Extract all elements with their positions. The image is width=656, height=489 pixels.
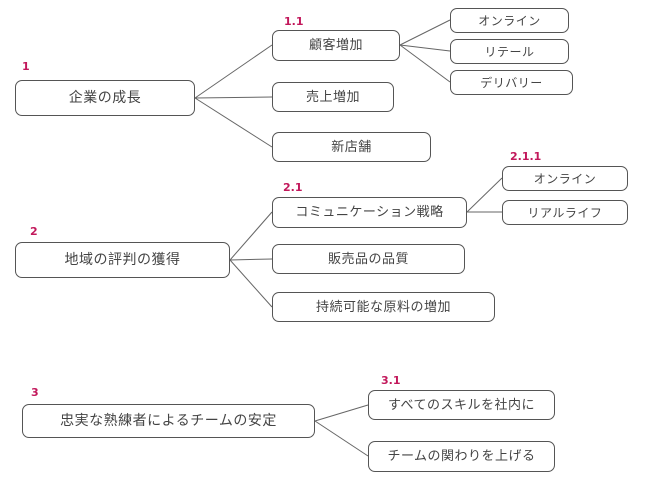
- connector-n-1-1-to-n-1-1-1: [399, 19, 451, 46]
- node-n-1-3[interactable]: 新店舗: [272, 132, 431, 162]
- node-label-n-1-1-1: オンライン: [478, 13, 541, 28]
- node-label-n-3-2: チームの関わりを上げる: [387, 449, 536, 464]
- number-label-tag-2: 2: [30, 225, 38, 238]
- connector-n-2-1-to-n-2-1-1: [466, 177, 503, 213]
- node-root-2[interactable]: 地域の評判の獲得: [15, 242, 230, 278]
- node-label-n-2-3: 持続可能な原料の増加: [315, 299, 451, 315]
- node-n-1-2[interactable]: 売上増加: [272, 82, 394, 112]
- node-root-1[interactable]: 企業の成長: [15, 80, 195, 116]
- connector-n-1-1-to-n-1-1-3: [399, 44, 451, 83]
- node-n-1-1-3[interactable]: デリバリー: [450, 70, 573, 95]
- node-root-3[interactable]: 忠実な熟練者によるチームの安定: [22, 404, 315, 438]
- node-label-n-3-1: すべてのスキルを社内に: [387, 397, 536, 413]
- node-label-n-2-1-1: オンライン: [533, 171, 597, 186]
- node-label-n-1-1: 顧客増加: [308, 38, 363, 53]
- node-n-2-1-2[interactable]: リアルライフ: [502, 200, 628, 225]
- node-n-2-3[interactable]: 持続可能な原料の増加: [272, 292, 495, 322]
- node-label-root-3: 忠実な熟練者によるチームの安定: [60, 413, 277, 429]
- connector-root-2-to-n-2-3: [229, 259, 273, 308]
- connector-root-1-to-n-1-3: [194, 97, 273, 148]
- node-n-1-1-1[interactable]: オンライン: [450, 8, 569, 33]
- node-label-root-1: 企業の成長: [68, 90, 142, 106]
- connector-root-3-to-n-3-2: [314, 420, 369, 457]
- connector-root-3-to-n-3-1: [314, 404, 369, 422]
- node-n-1-1-2[interactable]: リテール: [450, 39, 569, 64]
- connector-root-1-to-n-1-2: [194, 96, 273, 99]
- node-label-n-2-1-2: リアルライフ: [527, 205, 603, 220]
- connector-root-2-to-n-2-1: [229, 211, 273, 261]
- number-label-tag-2-1-1: 2.1.1: [510, 150, 542, 163]
- node-label-root-2: 地域の評判の獲得: [64, 252, 181, 268]
- node-label-n-1-1-3: デリバリー: [480, 75, 543, 90]
- node-label-n-2-1: コミュニケーション戦略: [295, 205, 444, 220]
- node-n-2-2[interactable]: 販売品の品質: [272, 244, 465, 274]
- connector-root-2-to-n-2-2: [229, 258, 273, 261]
- number-label-tag-3-1: 3.1: [381, 374, 401, 387]
- node-label-n-1-2: 売上増加: [305, 89, 360, 105]
- node-n-3-1[interactable]: すべてのスキルを社内に: [368, 390, 555, 420]
- node-label-n-1-1-2: リテール: [484, 44, 535, 59]
- node-n-2-1[interactable]: コミュニケーション戦略: [272, 197, 467, 228]
- node-label-n-1-3: 新店舗: [331, 139, 372, 155]
- number-label-tag-1: 1: [22, 60, 30, 73]
- number-label-tag-2-1: 2.1: [283, 181, 303, 194]
- number-label-tag-1-1: 1.1: [284, 15, 304, 28]
- node-label-n-2-2: 販売品の品質: [327, 251, 409, 267]
- number-label-tag-3: 3: [31, 386, 39, 399]
- node-n-3-2[interactable]: チームの関わりを上げる: [368, 441, 555, 472]
- node-n-2-1-1[interactable]: オンライン: [502, 166, 628, 191]
- connector-n-1-1-to-n-1-1-2: [399, 44, 451, 52]
- node-n-1-1[interactable]: 顧客増加: [272, 30, 400, 61]
- connector-root-1-to-n-1-1: [194, 44, 273, 99]
